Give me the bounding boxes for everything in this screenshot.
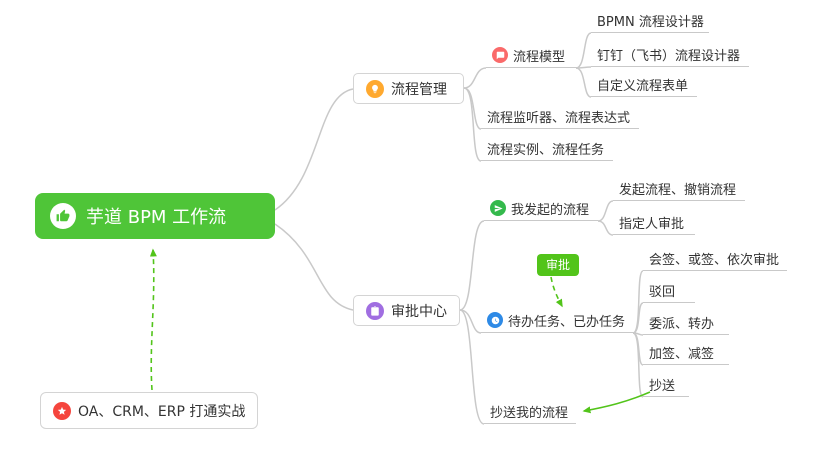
- node-label: 加签、减签: [649, 346, 715, 362]
- arrow-badge-to-todo: [550, 276, 563, 308]
- node-carbon-copy[interactable]: 抄送: [643, 372, 689, 397]
- root-label: 芋道 BPM 工作流: [86, 207, 227, 228]
- node-label: 会签、或签、依次审批: [649, 252, 780, 268]
- node-custom-form[interactable]: 自定义流程表单: [591, 72, 697, 97]
- node-label: 钉钉（飞书）流程设计器: [597, 48, 741, 64]
- node-cc-my-process[interactable]: 抄送我的流程: [484, 399, 576, 424]
- node-label: 待办任务、已办任务: [508, 314, 626, 330]
- arrow-cc-to-cc-my-process: [582, 391, 651, 414]
- node-label: 指定人审批: [619, 216, 685, 232]
- node-dingtalk-feishu-designer[interactable]: 钉钉（飞书）流程设计器: [591, 42, 749, 67]
- connector-ac-my-initiated: [459, 220, 485, 311]
- node-todo-done-tasks[interactable]: 待办任务、已办任务: [481, 308, 633, 333]
- node-label: 流程管理: [391, 81, 447, 98]
- connector-root-process-management: [274, 88, 354, 211]
- connector-ac-todo-done: [459, 309, 482, 334]
- approval-badge[interactable]: 审批: [537, 254, 580, 276]
- root-node[interactable]: 芋道 BPM 工作流: [35, 193, 275, 239]
- connector-model-bpmn: [575, 32, 592, 69]
- node-label: 流程模型: [513, 49, 566, 65]
- connector-model-custom-form: [575, 67, 592, 98]
- node-label: 抄送我的流程: [490, 405, 569, 421]
- node-label: 流程实例、流程任务: [487, 142, 605, 158]
- node-initiate-revoke[interactable]: 发起流程、撤销流程: [613, 176, 745, 201]
- connector-root-approval-center: [274, 223, 354, 311]
- send-icon: [490, 200, 506, 216]
- node-process-management[interactable]: 流程管理: [353, 73, 464, 104]
- connector-pm-process-model: [463, 67, 487, 89]
- node-assigned-approver[interactable]: 指定人审批: [613, 210, 695, 235]
- node-label: 发起流程、撤销流程: [619, 182, 737, 198]
- arrow-note-to-root: [149, 248, 157, 391]
- clock-icon: [487, 312, 503, 328]
- thumbs-up-icon: [50, 203, 76, 229]
- connector-pm-instance: [463, 87, 482, 162]
- node-label: 审批中心: [391, 303, 447, 320]
- connector-initiated-assigned: [597, 220, 614, 236]
- node-delegate-transfer[interactable]: 委派、转办: [643, 310, 729, 335]
- connector-todo-reject: [632, 302, 644, 334]
- node-label: 委派、转办: [649, 316, 715, 332]
- node-bpmn-designer[interactable]: BPMN 流程设计器: [591, 8, 709, 33]
- node-my-initiated[interactable]: 我发起的流程: [484, 196, 598, 221]
- node-label: 驳回: [649, 284, 676, 300]
- chat-bubble-icon: [492, 47, 508, 63]
- node-label: 流程监听器、流程表达式: [487, 110, 631, 126]
- connector-ac-cc-my-process: [459, 309, 485, 425]
- note-node[interactable]: OA、CRM、ERP 打通实战: [40, 392, 259, 429]
- node-instance-task[interactable]: 流程实例、流程任务: [481, 136, 613, 161]
- node-label: 自定义流程表单: [597, 78, 689, 94]
- clipboard-icon: [366, 301, 384, 320]
- node-process-model[interactable]: 流程模型: [486, 43, 578, 68]
- node-label: 抄送: [649, 378, 676, 394]
- node-label: BPMN 流程设计器: [597, 14, 704, 30]
- node-reject[interactable]: 驳回: [643, 278, 695, 303]
- star-icon: [53, 401, 71, 420]
- node-listener-expression[interactable]: 流程监听器、流程表达式: [481, 104, 639, 129]
- node-countersign-or-sequential[interactable]: 会签、或签、依次审批: [643, 246, 787, 271]
- node-approval-center[interactable]: 审批中心: [353, 295, 460, 326]
- node-label: 我发起的流程: [511, 202, 590, 218]
- connector-initiated-revoke: [597, 200, 614, 222]
- node-add-reduce-sign[interactable]: 加签、减签: [643, 340, 729, 365]
- note-label: OA、CRM、ERP 打通实战: [78, 403, 246, 420]
- lightbulb-icon: [366, 79, 384, 98]
